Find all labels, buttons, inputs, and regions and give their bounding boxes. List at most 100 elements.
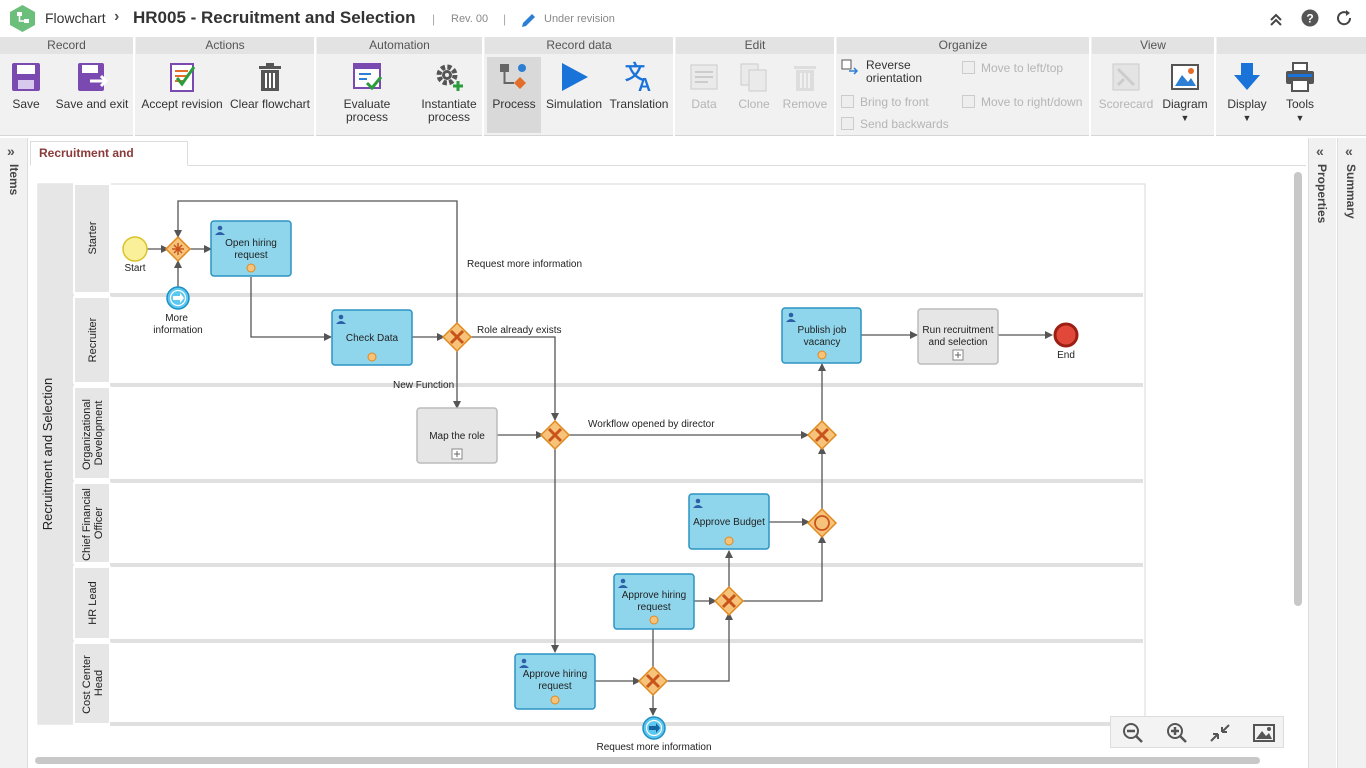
lane-hr-lead[interactable]: HR Lead: [73, 566, 111, 640]
zoom-out-icon[interactable]: [1121, 722, 1145, 744]
svg-text:Map the role: Map the role: [429, 431, 485, 442]
lane-cost-center-head[interactable]: Cost Center Head: [73, 642, 111, 725]
send-backwards-button[interactable]: Send backwards: [841, 117, 949, 131]
user-task-icon: [620, 578, 626, 584]
translate-icon: 文A: [625, 61, 651, 93]
more-information-event[interactable]: More information: [153, 286, 203, 336]
svg-text:Cost Center Head: Cost Center Head: [81, 652, 105, 714]
help-icon[interactable]: ?: [1301, 9, 1319, 27]
diagram-image-icon: [1171, 64, 1199, 90]
data-icon: [690, 64, 718, 90]
tools-button[interactable]: Tools▼: [1273, 57, 1327, 133]
reverse-orientation-icon: [841, 59, 859, 75]
sequence-flows[interactable]: [147, 200, 1053, 716]
lane-label: Cost Center: [81, 655, 93, 714]
gateway-cost-center[interactable]: [637, 665, 669, 697]
lane-organizational-development[interactable]: Organizational Development: [73, 386, 111, 480]
status-badge: Under revision: [544, 13, 615, 25]
gateway-check-data[interactable]: [441, 321, 473, 353]
start-event[interactable]: Start: [122, 236, 148, 274]
ribbon-group-actions: Actions Accept revision Clear flowchart: [136, 37, 316, 136]
task-approve-budget[interactable]: Approve Budget: [688, 493, 770, 550]
dropdown-arrow-icon: ▼: [1180, 113, 1190, 123]
event-label: information: [153, 325, 202, 336]
evaluate-process-button[interactable]: Evaluate process: [321, 57, 413, 133]
refresh-icon[interactable]: [1335, 9, 1353, 27]
end-event[interactable]: End: [1053, 322, 1079, 361]
trash-icon: [794, 66, 816, 91]
breadcrumb-chevron-icon: ›: [114, 8, 120, 25]
move-right-down-button[interactable]: Move to right/down: [962, 95, 1082, 109]
gateway-org-merge[interactable]: [806, 419, 838, 451]
simulation-button[interactable]: Simulation: [543, 57, 605, 133]
user-task-icon: [695, 498, 701, 504]
items-panel-label: Items: [7, 164, 21, 196]
scorecard-button[interactable]: Scorecard: [1096, 57, 1156, 133]
flow-label-workflow-director: Workflow opened by director: [588, 419, 715, 430]
summary-panel-label: Summary: [1344, 164, 1358, 219]
ribbon-group-record: Record Save Save and exit: [0, 37, 135, 136]
gateway-hr-lead[interactable]: [713, 585, 745, 617]
lane-label: Officer: [93, 507, 105, 540]
clone-icon: [740, 63, 767, 92]
message-arrow-icon: [649, 723, 660, 733]
flowchart-canvas[interactable]: Recruitment and Selection Starter Recrui…: [30, 167, 1305, 757]
remove-button[interactable]: Remove: [780, 57, 830, 133]
save-icon: [12, 63, 40, 91]
ribbon-group-misc: Display▼ Tools▼: [1217, 37, 1366, 136]
clear-flowchart-button[interactable]: Clear flowchart: [228, 57, 312, 133]
gateway-role[interactable]: [539, 419, 571, 451]
collapse-up-icon[interactable]: [1268, 11, 1284, 27]
data-button[interactable]: Data: [682, 57, 726, 133]
group-label: Record: [0, 37, 133, 54]
display-button[interactable]: Display▼: [1221, 57, 1273, 133]
task-check-data[interactable]: Check Data: [331, 309, 413, 366]
flow-to-hr-gateway: [665, 612, 733, 682]
gear-icon: [436, 64, 463, 91]
user-task-icon: [788, 312, 794, 318]
items-panel-toggle[interactable]: » Items: [0, 138, 28, 768]
subprocess-map-the-role[interactable]: Map the role: [416, 407, 498, 464]
flow-request-more-info: [174, 200, 458, 325]
lane-recruiter[interactable]: Recruiter: [73, 296, 111, 384]
properties-panel-toggle[interactable]: « Properties: [1308, 138, 1336, 768]
save-and-exit-button[interactable]: Save and exit: [54, 57, 130, 133]
save-button[interactable]: Save: [4, 57, 48, 133]
horizontal-scrollbar[interactable]: [35, 757, 1260, 764]
clone-button[interactable]: Clone: [732, 57, 776, 133]
flow-hr-gateway-to-inclusive: [741, 535, 826, 602]
user-task-icon: [338, 314, 344, 320]
lane-starter[interactable]: Starter: [73, 183, 111, 294]
vertical-scrollbar[interactable]: [1294, 172, 1302, 606]
app-name[interactable]: Flowchart: [45, 10, 106, 26]
accept-revision-button[interactable]: Accept revision: [140, 57, 224, 133]
move-left-top-button[interactable]: Move to left/top: [962, 61, 1063, 75]
process-button[interactable]: Process: [487, 57, 541, 133]
diagram-button[interactable]: Diagram▼: [1158, 57, 1212, 133]
gateway-parallel-start[interactable]: [164, 235, 192, 263]
download-arrow-icon: [1234, 63, 1260, 90]
message-arrow-icon: [173, 293, 184, 303]
bpmn-diagram[interactable]: Recruitment and Selection Starter Recrui…: [30, 167, 1305, 757]
zoom-in-icon[interactable]: [1165, 722, 1189, 744]
summary-panel-toggle[interactable]: « Summary: [1337, 138, 1366, 768]
export-image-icon[interactable]: [1252, 722, 1276, 744]
move-left-icon: [962, 61, 975, 74]
gateway-inclusive-cfo[interactable]: [806, 507, 838, 539]
bring-to-front-button[interactable]: Bring to front: [841, 95, 929, 109]
fit-to-screen-icon[interactable]: [1208, 722, 1232, 744]
request-more-information-event[interactable]: [642, 716, 666, 740]
lane-chief-financial-officer[interactable]: Chief Financial Officer: [73, 482, 111, 564]
tab-recruitment-and-selection[interactable]: Recruitment and Selection: [30, 141, 188, 182]
pool-label: Recruitment and Selection: [40, 378, 55, 530]
